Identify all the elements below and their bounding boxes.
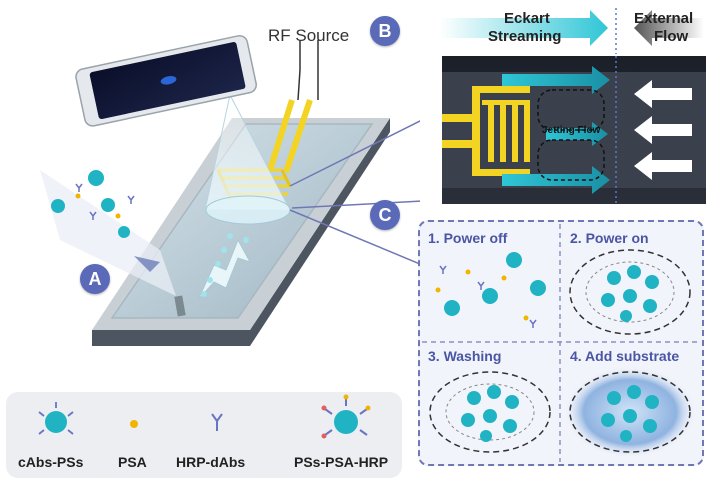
external-label-1: External (634, 10, 694, 27)
step-1-label: 1. Power off (428, 230, 508, 246)
eckart-arrow (440, 10, 608, 46)
channel-beads (201, 233, 249, 297)
zoom-line-b2 (291, 200, 420, 209)
eckart-label-1: Eckart (504, 10, 550, 27)
rf-wire-left (297, 40, 301, 101)
jetting-flow-label: Jetting Flow (542, 125, 601, 136)
panel-b-top-arrows (440, 8, 704, 54)
legend-psa: PSA (118, 454, 147, 470)
step-3-label: 3. Washing (428, 348, 502, 364)
legend-icons (38, 394, 371, 439)
zoom-line-c (289, 209, 420, 265)
label-b: B (370, 16, 400, 46)
psa-icon (130, 420, 138, 428)
quad2-cluster (569, 249, 691, 335)
hrp-dabs-icon (211, 413, 223, 431)
label-a: A (80, 264, 110, 294)
smartphone (75, 35, 257, 127)
insert-arrow (134, 256, 160, 272)
quad3-cluster (429, 371, 551, 453)
label-c: C (370, 200, 400, 230)
white-arrow-2 (634, 116, 692, 144)
external-label-2: Flow (654, 28, 689, 45)
step-4-label: 4. Add substrate (570, 348, 680, 364)
external-arrow (634, 10, 704, 46)
eckart-label-2: Streaming (488, 28, 562, 45)
vortex-top (537, 89, 605, 131)
device-illustration (40, 35, 420, 346)
panel-c-graphics (422, 224, 700, 462)
step-2-label: 2. Power on (570, 230, 649, 246)
cyan-arrow-top (502, 66, 610, 94)
rf-source-label: RF Source (268, 26, 350, 45)
white-arrow-1 (634, 80, 692, 108)
zoom-beads (51, 170, 135, 238)
legend-pss-psa-hrp: PSs-PSA-HRP (294, 454, 389, 470)
quad1-particles (435, 252, 546, 328)
vortex-bot (537, 139, 605, 181)
legend-cabs-pss: cAbs-PSs (18, 454, 84, 470)
quad4-cluster (564, 366, 696, 458)
legend (6, 392, 402, 478)
panel-b-idt (442, 86, 530, 176)
sample-inlet (174, 295, 186, 317)
electrode-leads (267, 99, 313, 173)
zoom-line-b (289, 120, 420, 187)
white-arrow-3 (634, 152, 692, 180)
cabs-ps-icon (38, 402, 74, 435)
pss-psa-hrp-icon (321, 394, 371, 439)
legend-hrp-dabs: HRP-dAbs (176, 454, 246, 470)
panel-b-channel (442, 56, 706, 204)
sample-zoom (40, 170, 176, 296)
